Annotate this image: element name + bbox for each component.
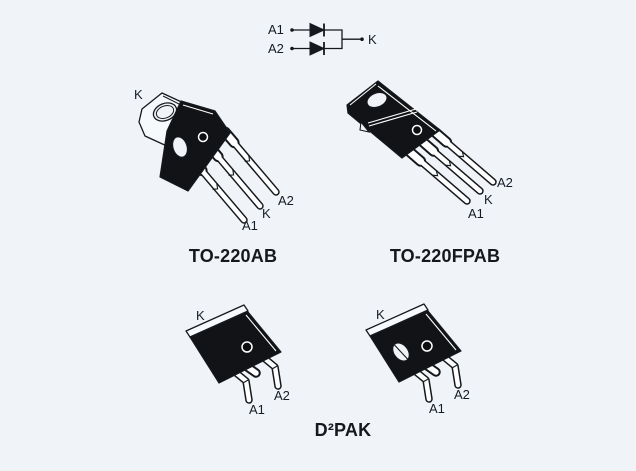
d2pak-right-pin-a2-label: A2 [454,387,470,402]
d2pak-left-tab-label: K [196,308,205,323]
d2pak-right-body [369,310,462,383]
to220fpab-pin-a1-label: A1 [468,206,484,221]
d2pak-left-pin-a2-label: A2 [274,388,290,403]
diode-a1-icon [309,22,326,38]
to220ab-pin-a1-label: A1 [242,218,258,233]
d2pak-right-tab-label: K [376,307,385,322]
schematic-pin-k-label: K [368,32,377,47]
d2pak-right-drawing: K A2 A1 [365,303,470,416]
d2pak-right-pin-a1-label: A1 [429,401,445,416]
to220ab-caption: TO-220AB [188,246,278,266]
d2pak-caption: D²PAK [314,420,372,440]
to220fpab-leads [404,127,497,205]
wire-k-bus [324,29,343,50]
to220ab-index-dot [197,131,209,143]
to220ab-drawing: K [134,87,294,233]
to220fpab-pin-k-label: K [484,192,493,207]
d2pak-left-tab-edge [185,304,249,338]
d2pak-left-drawing: K A2 A1 [185,304,290,417]
schematic-pin-a2-label: A2 [268,41,284,56]
diode-schematic: A1 A2 K [268,22,377,56]
to220fpab-edge-notch [359,120,371,133]
d2pak-right-notch-chord [394,344,408,360]
to220fpab-mounting-hole [366,91,388,109]
to220ab-tab-label: K [134,87,143,102]
to220fpab-drawing: A2 K A1 [346,80,513,221]
to220ab-mounting-hole [152,102,178,122]
d2pak-right-tab-edge [365,303,429,337]
d2pak-left-pin-a1-label: A1 [249,402,265,417]
d2pak-left-index-dot [241,341,253,353]
to220fpab-body [346,80,441,159]
to220fpab-caption: TO-220FPAB [389,246,501,266]
to220fpab-index-dot [411,124,423,136]
to220ab-body-notch [172,136,188,158]
to220ab-pin-a2-label: A2 [278,193,294,208]
to220ab-body [159,100,231,192]
d2pak-right-index-dot [421,340,433,352]
diode-a2-icon [309,41,326,56]
schematic-pin-a1-label: A1 [268,22,284,37]
d2pak-left-body [189,311,282,384]
to220ab-pin-k-label: K [262,206,271,221]
to220fpab-pin-a2-label: A2 [497,175,513,190]
